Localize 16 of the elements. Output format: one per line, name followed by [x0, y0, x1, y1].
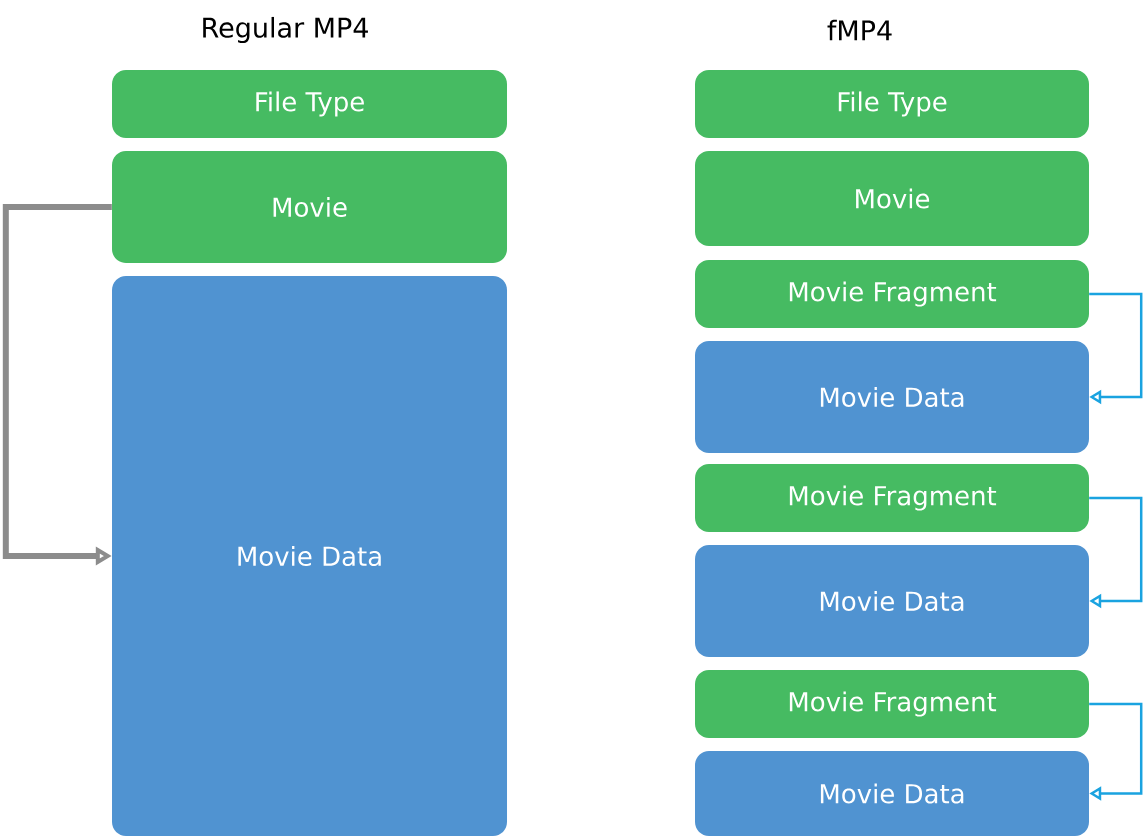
- box: Movie: [695, 151, 1089, 246]
- column-heading: Regular MP4: [203, 16, 368, 44]
- box: Movie Fragment: [695, 464, 1089, 532]
- arrow: [1089, 292, 1143, 405]
- box: Movie Fragment: [695, 260, 1089, 328]
- box: Movie Data: [695, 341, 1089, 453]
- box: Movie: [112, 151, 507, 263]
- box: Movie Data: [112, 276, 507, 836]
- box: File Type: [112, 70, 507, 138]
- arrow: [1089, 496, 1143, 609]
- arrow: [1089, 702, 1143, 801]
- box: File Type: [695, 70, 1089, 138]
- box: Movie Data: [695, 545, 1089, 657]
- box: Movie Fragment: [695, 670, 1089, 738]
- column-heading: fMP4: [827, 19, 892, 41]
- box: Movie Data: [695, 751, 1089, 836]
